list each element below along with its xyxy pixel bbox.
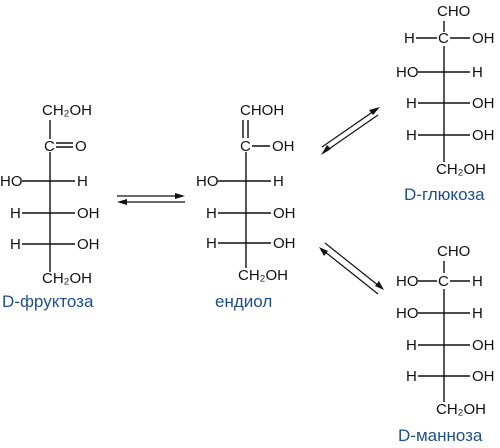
enediol-c4-right: OH (273, 205, 296, 222)
mannose-top-group: CHO (437, 243, 470, 260)
mannose-c4-right: OH (472, 337, 495, 354)
glucose-bottom-group: CH₂OH (436, 161, 486, 178)
glucose-c2-left: H (404, 30, 415, 47)
enediol-top-group: CHOH (240, 102, 284, 119)
glucose-c4-left: H (406, 95, 417, 112)
enediol-c5-left: H (206, 235, 217, 252)
glucose-c4-right: OH (472, 95, 495, 112)
mannose-c2-left: HO (396, 273, 419, 290)
enediol-c3-left: HO (196, 173, 219, 190)
mannose-bottom-group: CH₂OH (436, 401, 486, 418)
mannose-c2-right: H (472, 273, 483, 290)
fructose-c5-left: H (10, 236, 21, 253)
mannose-name: D-манноза (398, 426, 483, 445)
enediol-bottom-group: CH₂OH (238, 267, 288, 284)
fructose-c2-oxygen: O (75, 138, 87, 155)
enediol-c2-hydroxyl: OH (272, 138, 295, 155)
enediol-c4-left: H (206, 205, 217, 222)
glucose-c2-right: OH (472, 30, 495, 47)
mannose-structure: CHO HO C H HO H H OH H OH CH₂OH D-манноз… (396, 243, 495, 445)
equilibrium-arrow-enediol-glucose (321, 107, 380, 155)
fructose-name: D-фруктоза (2, 292, 94, 311)
fructose-c2: C (44, 138, 55, 155)
glucose-name: D-глюкоза (404, 185, 485, 204)
mannose-c3-left: HO (396, 305, 419, 322)
glucose-structure: CHO H C OH HO H H OH H OH CH₂OH D-глюкоз… (396, 3, 495, 204)
fructose-top-group: CH₂OH (42, 102, 92, 119)
enediol-c2: C (240, 138, 251, 155)
glucose-c2: C (438, 30, 449, 47)
glucose-c3-left: HO (396, 64, 419, 81)
fructose-c4-left: H (10, 205, 21, 222)
glucose-c5-left: H (406, 127, 417, 144)
fructose-structure: CH₂OH C O HO H H OH H OH CH₂OH D-фруктоз… (0, 102, 100, 311)
enediol-structure: CHOH C OH HO H H OH H OH CH₂OH ендиол (196, 102, 296, 311)
equilibrium-arrow-fructose-enediol (117, 193, 185, 205)
mannose-c5-left: H (406, 368, 417, 385)
fructose-c3-left: HO (0, 173, 23, 190)
glucose-top-group: CHO (437, 3, 470, 20)
fructose-c5-right: OH (77, 236, 100, 253)
equilibrium-arrow-enediol-mannose (319, 242, 384, 295)
enediol-c3-right: H (273, 173, 284, 190)
fructose-bottom-group: CH₂OH (42, 270, 92, 287)
enediol-name: ендиол (215, 292, 272, 311)
mannose-c4-left: H (406, 337, 417, 354)
fructose-c3-right: H (77, 173, 88, 190)
enediol-c5-right: OH (273, 235, 296, 252)
glucose-c5-right: OH (472, 127, 495, 144)
fructose-c4-right: OH (77, 205, 100, 222)
mannose-c2: C (438, 273, 449, 290)
glucose-c3-right: H (472, 64, 483, 81)
mannose-c3-right: H (472, 305, 483, 322)
mannose-c5-right: OH (472, 368, 495, 385)
